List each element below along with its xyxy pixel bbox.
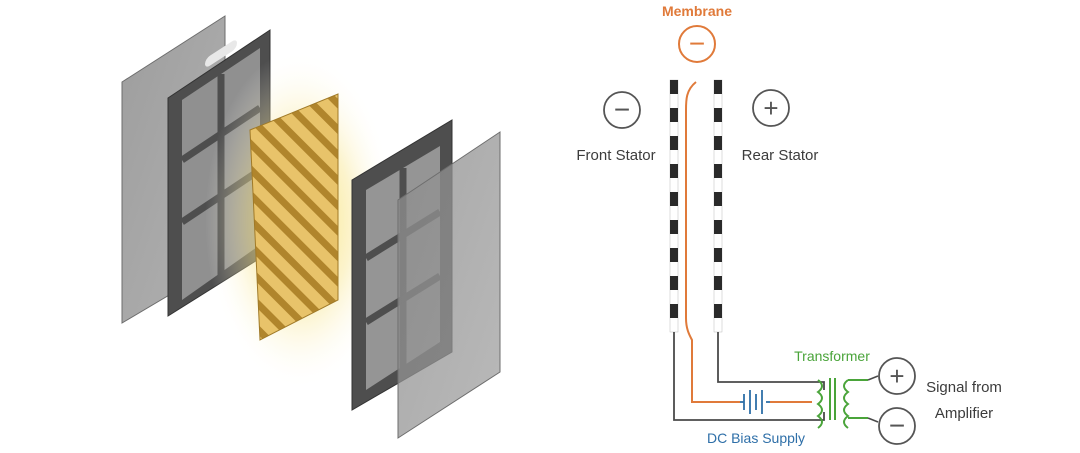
signal-minus-wire: [867, 417, 879, 423]
rear-stator-wire: [717, 332, 825, 390]
membrane-label: Membrane: [662, 3, 732, 19]
signal-plus-icon: +: [889, 361, 904, 391]
front-stator-charge-circle: [603, 91, 641, 129]
dc-bias-battery-icon: [740, 390, 770, 414]
membrane-charge-circle: [678, 25, 716, 63]
signal-label-line2: Amplifier: [935, 405, 993, 422]
signal-minus-icon: −: [889, 410, 905, 441]
rear-stator-charge-circle: [752, 89, 790, 127]
front-stator-label: Front Stator: [576, 147, 655, 164]
rear-stator-plus-icon: +: [763, 93, 778, 123]
signal-label-line1: Signal from: [926, 379, 1002, 396]
membrane-panel: [249, 93, 339, 341]
circuit-schematic: Membrane − − Front Stator + Rear Stator: [576, 3, 1002, 446]
rear-cover-panel: [397, 131, 501, 439]
membrane-minus-icon: −: [689, 28, 705, 59]
rear-stator-bar: [713, 79, 723, 333]
front-stator-bar: [669, 79, 679, 333]
front-stator-minus-icon: −: [614, 94, 630, 125]
transformer-icon: [816, 378, 868, 429]
transformer-label: Transformer: [794, 348, 870, 364]
signal-plus-circle: [878, 357, 916, 395]
rear-stator-label: Rear Stator: [742, 147, 819, 164]
front-stator-wire: [673, 332, 825, 421]
signal-minus-circle: [878, 407, 916, 445]
dc-bias-label: DC Bias Supply: [707, 430, 805, 446]
exploded-panels-illustration: [121, 15, 501, 439]
signal-plus-wire: [867, 375, 879, 381]
membrane-wire: [685, 81, 740, 403]
